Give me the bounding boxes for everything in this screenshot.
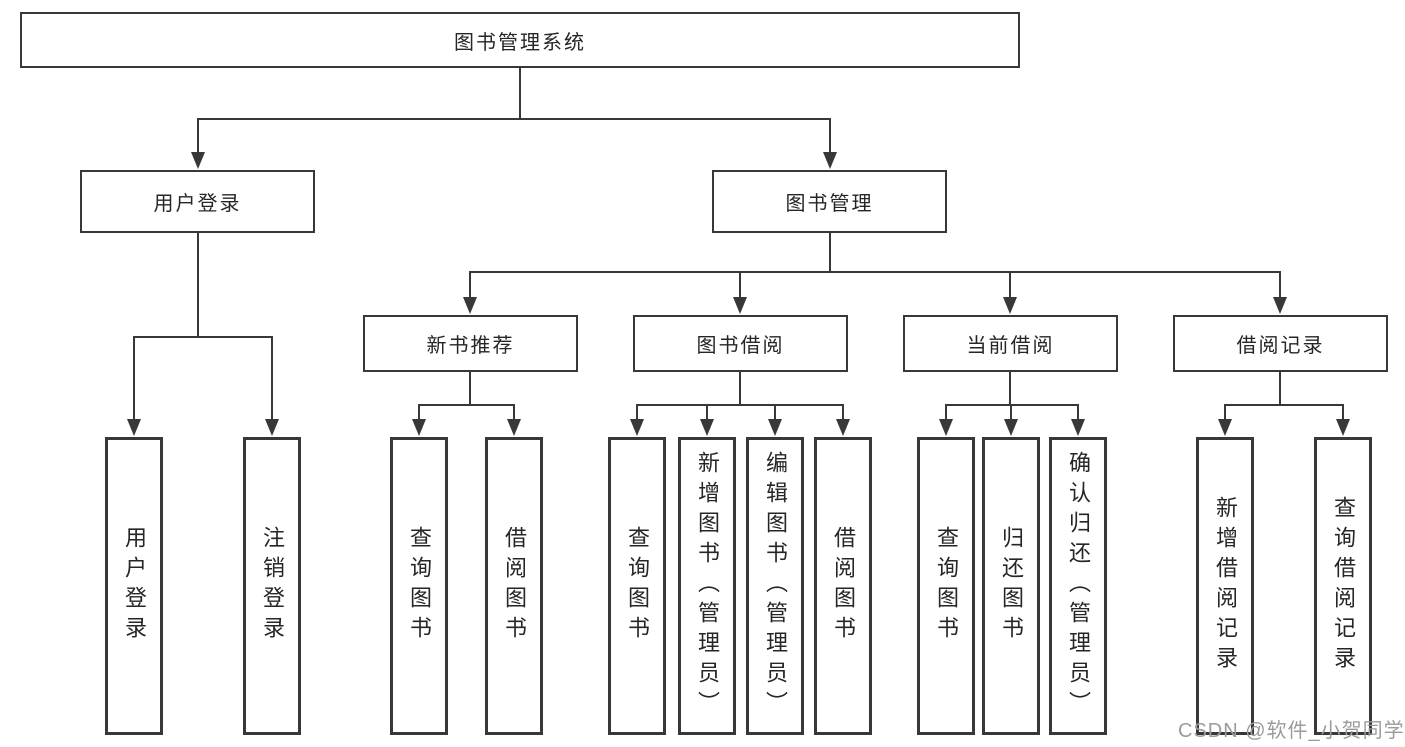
arrowhead xyxy=(1071,419,1085,436)
leaf-user-login-label: 用户登录 xyxy=(122,526,147,646)
node-root-label: 图书管理系统 xyxy=(454,31,586,54)
leaf-query-borrow-record: 查询借阅记录 xyxy=(1314,437,1372,735)
csdn-watermark: CSDN @软件_小贺同学 xyxy=(1178,720,1405,742)
node-book-management-label: 图书管理 xyxy=(785,193,874,215)
connector-book-management-to-level3 xyxy=(463,233,1287,314)
node-current-borrow: 当前借阅 xyxy=(903,315,1118,372)
arrowhead xyxy=(1273,297,1287,314)
leaf-query-borrow-record-label: 查询借阅记录 xyxy=(1331,496,1356,676)
leaf-edit-books-admin-label: 编辑图书（管理员） xyxy=(763,451,788,721)
connector-root-to-level2 xyxy=(191,68,837,169)
leaf-add-books-admin-label: 新增图书（管理员） xyxy=(695,451,720,721)
arrowhead xyxy=(1004,419,1018,436)
connector-new-book-group xyxy=(412,372,521,436)
leaf-edit-books-admin: 编辑图书（管理员） xyxy=(746,437,804,735)
node-new-book-recommend: 新书推荐 xyxy=(363,315,578,372)
arrowhead xyxy=(1218,419,1232,436)
leaf-return-books-label: 归还图书 xyxy=(999,526,1024,646)
arrowhead xyxy=(127,419,141,436)
node-user-login-label: 用户登录 xyxy=(153,193,242,215)
node-borrow-records: 借阅记录 xyxy=(1173,315,1388,372)
leaf-add-borrow-record-label: 新增借阅记录 xyxy=(1213,496,1238,676)
leaf-borrow-books: 借阅图书 xyxy=(814,437,872,735)
arrowhead xyxy=(463,297,477,314)
leaf-borrow-books-label: 借阅图书 xyxy=(831,526,856,646)
arrowhead xyxy=(507,419,521,436)
leaf-confirm-return-admin: 确认归还（管理员） xyxy=(1049,437,1107,735)
connector-book-borrow-group xyxy=(630,372,850,436)
arrowhead xyxy=(939,419,953,436)
arrowhead xyxy=(412,419,426,436)
arrowhead xyxy=(733,297,747,314)
node-new-book-recommend-label: 新书推荐 xyxy=(426,335,515,357)
leaf-query-books-recommend: 查询图书 xyxy=(390,437,448,735)
node-root: 图书管理系统 xyxy=(20,12,1020,68)
leaf-borrow-books-recommend: 借阅图书 xyxy=(485,437,543,735)
leaf-query-books-borrow: 查询图书 xyxy=(608,437,666,735)
arrowhead xyxy=(630,419,644,436)
leaf-return-books: 归还图书 xyxy=(982,437,1040,735)
node-current-borrow-label: 当前借阅 xyxy=(966,335,1055,357)
node-user-login: 用户登录 xyxy=(80,170,315,233)
node-borrow-records-label: 借阅记录 xyxy=(1236,335,1325,357)
leaf-logout-login-label: 注销登录 xyxy=(260,526,285,646)
leaf-user-login: 用户登录 xyxy=(105,437,163,735)
node-book-borrow: 图书借阅 xyxy=(633,315,848,372)
arrowhead xyxy=(836,419,850,436)
leaf-query-books-borrow-label: 查询图书 xyxy=(625,526,650,646)
connector-user-login-group xyxy=(127,233,279,436)
arrowhead xyxy=(768,419,782,436)
node-book-management: 图书管理 xyxy=(712,170,947,233)
leaf-confirm-return-admin-label: 确认归还（管理员） xyxy=(1066,451,1091,721)
arrowhead xyxy=(823,152,837,169)
arrowhead xyxy=(700,419,714,436)
connector-borrow-record-group xyxy=(1218,372,1350,436)
arrowhead xyxy=(1003,297,1017,314)
node-book-borrow-label: 图书借阅 xyxy=(696,335,785,357)
connector-current-borrow-group xyxy=(939,372,1085,436)
leaf-query-books-recommend-label: 查询图书 xyxy=(407,526,432,646)
leaf-add-borrow-record: 新增借阅记录 xyxy=(1196,437,1254,735)
arrowhead xyxy=(265,419,279,436)
leaf-query-books-current-label: 查询图书 xyxy=(934,526,959,646)
leaf-borrow-books-recommend-label: 借阅图书 xyxy=(502,526,527,646)
arrowhead xyxy=(1336,419,1350,436)
arrowhead xyxy=(191,152,205,169)
leaf-add-books-admin: 新增图书（管理员） xyxy=(678,437,736,735)
leaf-logout-login: 注销登录 xyxy=(243,437,301,735)
leaf-query-books-current: 查询图书 xyxy=(917,437,975,735)
